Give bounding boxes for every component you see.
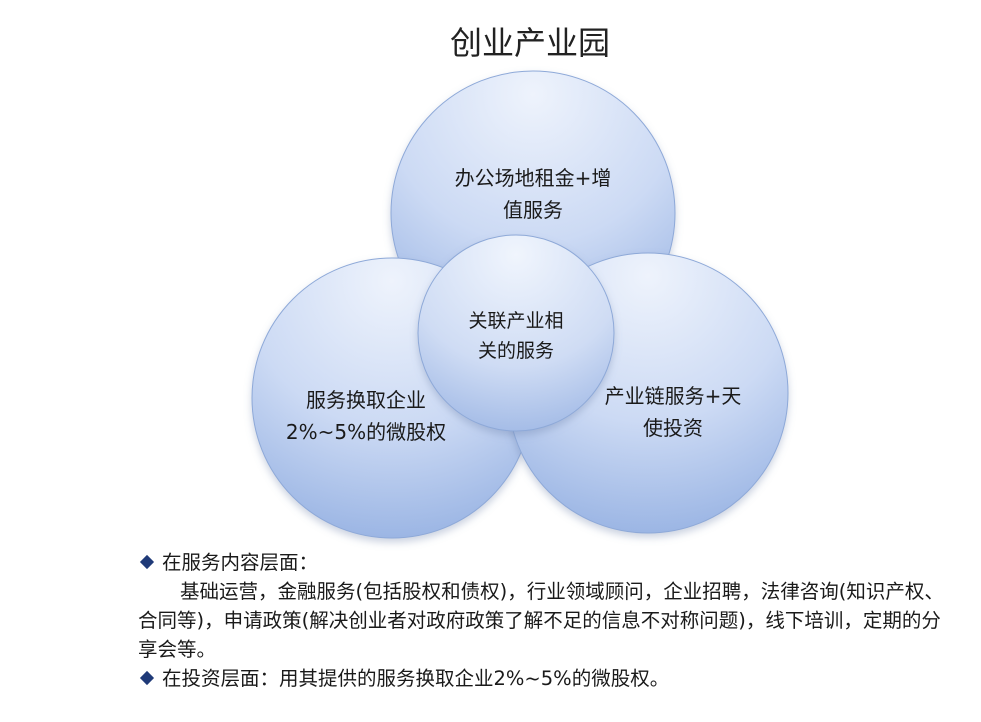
bullet-list: 在服务内容层面： 基础运营，金融服务(包括股权和债权)，行业领域顾问，企业招聘，… xyxy=(138,548,958,693)
bullet-service-body: 基础运营，金融服务(包括股权和债权)，行业领域顾问，企业招聘，法律咨询(知识产权… xyxy=(138,580,944,661)
circle-right-line2: 使投资 xyxy=(643,416,703,440)
circle-right-label: 产业链服务+天 使投资 xyxy=(573,380,773,444)
circle-center xyxy=(417,234,615,432)
circle-top-line2: 值服务 xyxy=(503,198,563,222)
bullet-service-heading: 在服务内容层面： xyxy=(162,551,319,574)
circle-top-label: 办公场地租金+增 值服务 xyxy=(433,162,633,226)
circle-top-line1: 办公场地租金+增 xyxy=(454,166,612,190)
circle-center-label: 关联产业相 关的服务 xyxy=(436,306,596,366)
circle-left-line2: 2%~5%的微股权 xyxy=(285,420,447,444)
circle-left-line1: 服务换取企业 xyxy=(306,388,426,412)
circle-center-line1: 关联产业相 xyxy=(468,310,564,332)
circle-right-line1: 产业链服务+天 xyxy=(604,384,742,408)
diagram-title: 创业产业园 xyxy=(449,24,610,62)
circle-left-label: 服务换取企业 2%~5%的微股权 xyxy=(266,384,466,448)
bullet-service: 在服务内容层面： xyxy=(138,548,958,577)
bullet-invest-text: 在投资层面：用其提供的服务换取企业2%~5%的微股权。 xyxy=(162,667,670,690)
diamond-bullet-icon xyxy=(139,670,155,686)
diamond-bullet-icon xyxy=(139,554,155,570)
bullet-invest: 在投资层面：用其提供的服务换取企业2%~5%的微股权。 xyxy=(138,664,958,693)
circle-center-line2: 关的服务 xyxy=(477,340,554,362)
